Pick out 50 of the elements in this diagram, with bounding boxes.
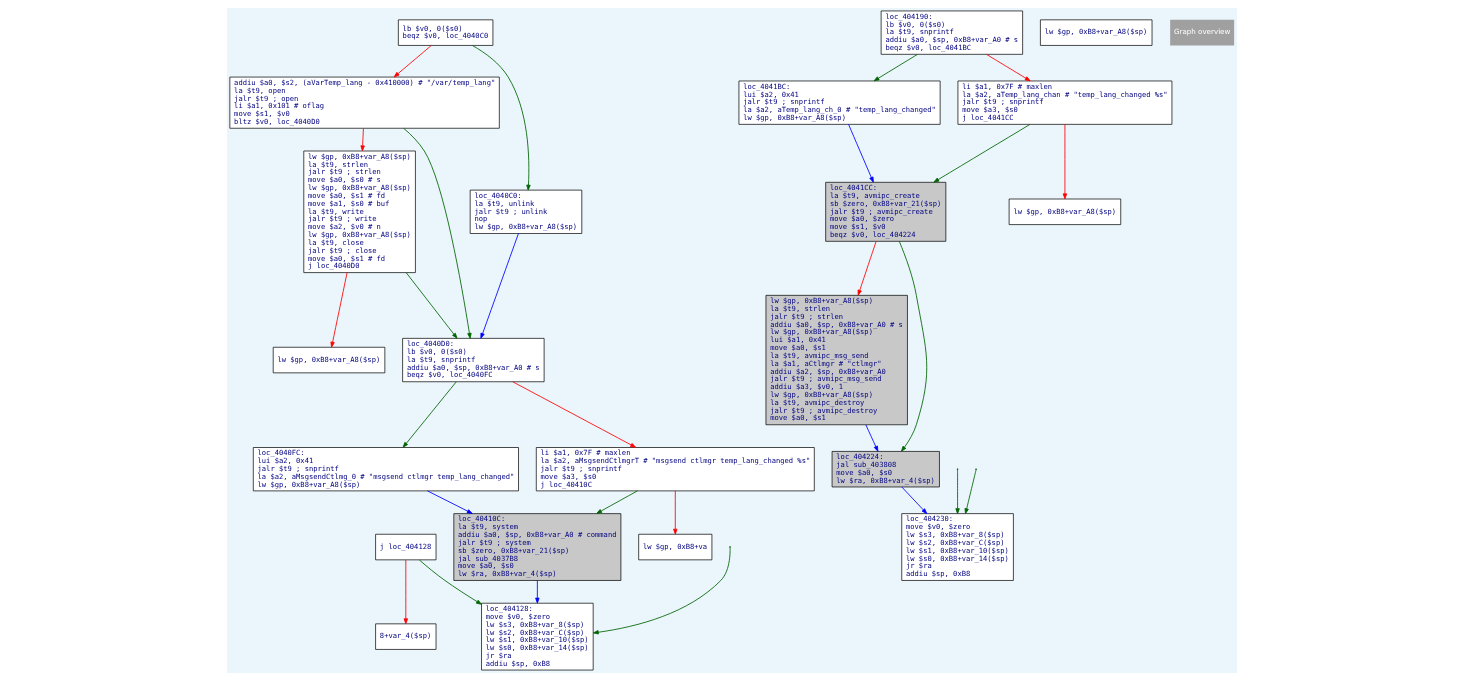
node-box: lw $gp, 0xB8+var_A8($sp) la $t9, strlen jalr $t9 ; strlen addiu $a0, $sp, 0xB8+var_A0 # s lw $gp, 0xB8+var_A8($sp) lui $a1, 0x41 move $a0, $s1 la $t9, avmipc_msg_send la $a1, aCtlmgr # "ctlmgr" addiu $a2, $sp, 0xB8+var_A0 jalr $t9 ; avmipc_msg_send addiu $a3, $v0, 1 lw $gp, 0xB8+var_A8($sp) la $t9, avmipc_destroy jalr $t9 ; avmipc_destroy move $a0, $s1 xyxy=(765,295,908,426)
arrow xyxy=(418,559,482,605)
arrow xyxy=(865,424,878,452)
arrow xyxy=(534,580,540,604)
arrow xyxy=(329,272,347,348)
arrow xyxy=(359,127,365,152)
arrow xyxy=(402,381,457,448)
node-box: loc_4040D0: lb $v0, 0($s0) la $t9, snprintf addiu $a0, $sp, 0xB8+var_A0 # s beqz $v0, loc_4040FC xyxy=(401,338,544,383)
node-box: loc_404224: jal sub_403808 move $a0, $s0 lw $ra, 0xB8+var_4($sp) xyxy=(831,451,940,488)
arrow xyxy=(393,45,432,78)
arrow xyxy=(847,123,874,183)
node-box: lw $gp, 0xB8+var_A8($sp) xyxy=(272,346,385,374)
arrow xyxy=(402,127,472,339)
node-box: j loc_404128 xyxy=(374,533,436,561)
node-box: loc_4041BC: lui $a2, 0x41 jalr $t9 ; snprintf la $a2, aTemp_lang_ch_0 # "temp_lang_changed" lw $gp, 0xB8+var_A8($sp) xyxy=(738,80,940,125)
node-box: loc_404190: lb $v0, 0($s0) la $t9, snprintf addiu $a0, $sp, 0xB8+var_A0 # s beqz $v0, loc_4041BC xyxy=(880,10,1023,55)
label: Graph overview xyxy=(1173,27,1230,37)
arrow xyxy=(426,490,473,514)
node-box: loc_4041CC: la $t9, avmipc_create sb $zero, 0xB8+var_21($sp) jalr $t9 ; avmipc_create move $a0, $zero move $s1, $v0 beqz $v0, loc_404224 xyxy=(824,181,946,242)
node-box: loc_4040C0: la $t9, unlink jalr $t9 ; unlink nop lw $gp, 0xB8+var_A8($sp) xyxy=(469,189,582,234)
arrow xyxy=(932,123,1030,183)
arrow xyxy=(403,559,408,625)
arrow xyxy=(471,45,531,191)
node-box: 8+var_4($sp) xyxy=(374,623,436,650)
node-box: li $a1, 0x7F # maxlen la $a2, aMsgsendCtlmgrT # "msgsend ctlmgr temp_lang_changed %s" jalr $t9 ; snprintf move $a3, $s0 j loc_40410C xyxy=(535,447,815,492)
arrow xyxy=(900,486,927,514)
node-box: lw $gp, 0xB8+var_A8($sp) xyxy=(1039,19,1152,46)
node-box: loc_404128: move $v0, $zero lw $s3, 0xB8+var_8($sp) lw $s2, 0xB8+var_C($sp) lw $s1, 0xB8+var_10($sp) lw $s0, 0xB8+var_14($sp) jr $ra addiu $sp, 0xB8 xyxy=(480,602,594,671)
node-box: addiu $a0, $s2, (aVarTemp_lang - 0x410000) # "/var/temp_lang" la $t9, open jalr $t9 ; open li $a1, 0x101 # oflag move $s1, $v0 bltz $v0, loc_4040D0 xyxy=(229,76,500,129)
arrow xyxy=(592,547,731,635)
node-box: loc_4040FC: lui $a2, 0x41 jalr $t9 ; snprintf la $a2, aMsgsendCtlmg_0 # "msgsend ctlmgr temp_lang_changed" lw $gp, 0xB8+var_A8($sp) xyxy=(252,447,519,492)
arrow xyxy=(954,469,960,515)
node-box: li $a1, 0x7F # maxlen la $a2, aTemp_lang_chan # "temp_lang_changed %s" jalr $t9 ; snprintf move $a3, $s0 j loc_4041CC xyxy=(957,80,1172,125)
arrow xyxy=(1062,123,1067,200)
node-box: loc_40410C: la $t9, system addiu $a0, $sp, 0xB8+var_A0 # command jalr $t9 ; system sb $zero, 0xB8+var_21($sp) jal sub_4037B8 move $a0, $s0 lw $ra, 0xB8+var_4($sp) xyxy=(452,513,621,581)
node-box: lw $gp, 0xB8+var_A8($sp) la $t9, strlen jalr $t9 ; strlen move $a0, $s0 # s lw $gp, 0xB8+var_A8($sp) move $a0, $s1 # fd move $a1, $s0 # buf la $t9, write jalr $t9 ; write move $a2, $v0 # n lw $gp, 0xB8+var_A8($sp) la $t9, close jalr $t9 ; close move $a0, $s1 # fd j loc_4040D0 xyxy=(302,150,416,273)
arrow xyxy=(595,490,638,514)
arrow xyxy=(964,469,976,515)
arrow xyxy=(857,241,876,296)
node-box: lb $v0, 0($s0) beqz $v0, loc_4040C0 xyxy=(397,19,493,46)
arrow xyxy=(898,240,927,452)
arrow xyxy=(985,54,1031,82)
arrow xyxy=(873,54,918,82)
arrow xyxy=(511,381,636,448)
node-box: lw $gp, 0xB8+va xyxy=(637,533,712,561)
arrow xyxy=(479,233,519,339)
node-box: lw $gp, 0xB8+var_A8($sp) xyxy=(1008,198,1121,225)
node-box: loc_404230: move $v0, $zero lw $s3, 0xB8+var_8($sp) lw $s2, 0xB8+var_C($sp) lw $s1, 0xB8+var_10($sp) lw $s0, 0xB8+var_14($sp) jr $ra addiu $sp, 0xB8 xyxy=(900,513,1014,581)
arrow xyxy=(405,272,457,339)
arrow xyxy=(672,490,677,535)
